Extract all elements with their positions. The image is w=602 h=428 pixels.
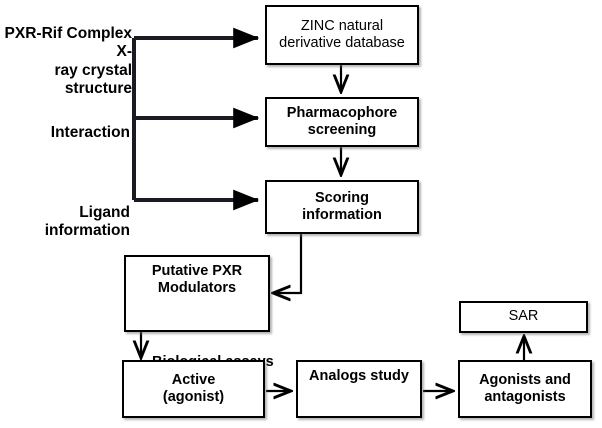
input-label-ligand-information-text: Ligand information [44, 203, 130, 240]
node-zinc-database-label: ZINC natural derivative database [279, 17, 405, 51]
node-agonists-antagonists[interactable]: Agonists and antagonists [458, 360, 592, 418]
node-analogs-study[interactable]: Analogs study [296, 360, 422, 418]
node-scoring-information-label: Scoring information [302, 189, 382, 223]
input-label-crystal-structure-text: PXR-Rif Complex X- ray crystal structure [4, 24, 132, 98]
input-label-crystal-structure: PXR-Rif Complex X- ray crystal structure [2, 6, 132, 99]
input-label-interaction-text: Interaction [50, 123, 130, 141]
node-pharmacophore-screening[interactable]: Pharmacophore screening [265, 97, 419, 147]
node-putative-pxr-modulators[interactable]: Putative PXR Modulators [124, 255, 270, 332]
node-putative-pxr-modulators-label: Putative PXR Modulators [151, 263, 243, 297]
node-sar[interactable]: SAR [459, 301, 588, 333]
connector-input-bus [132, 27, 260, 211]
node-active-agonist[interactable]: Active (agonist) [122, 360, 265, 418]
node-pharmacophore-screening-label: Pharmacophore screening [286, 104, 398, 138]
node-sar-label: SAR [508, 308, 539, 325]
node-analogs-study-label: Analogs study [309, 368, 409, 384]
node-agonists-antagonists-label: Agonists and antagonists [479, 371, 571, 405]
connector-scoring-to-modulators [274, 233, 303, 293]
node-active-agonist-label: Active (agonist) [162, 371, 225, 405]
node-scoring-information[interactable]: Scoring information [265, 180, 419, 234]
input-label-interaction: Interaction [2, 105, 130, 142]
input-label-ligand-information: Ligand information [2, 185, 130, 241]
node-zinc-database[interactable]: ZINC natural derivative database [265, 5, 419, 65]
